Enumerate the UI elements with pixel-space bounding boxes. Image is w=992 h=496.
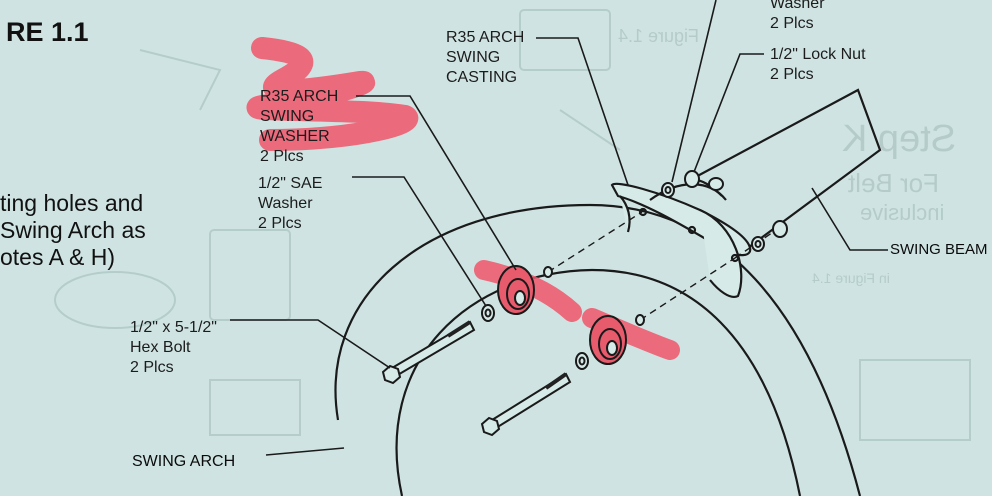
callout-line: 2 Plcs [130, 359, 174, 376]
callout-line: R35 ARCH [446, 29, 525, 46]
callout-line: SWING [260, 108, 315, 125]
instruction-line: ting holes and [0, 190, 144, 216]
callout-arch-washer: R35 ARCH SWING WASHER 2 Plcs [260, 87, 338, 167]
lock-nuts [543, 170, 788, 326]
callout-line: Washer [258, 195, 313, 212]
callout-line: 2 Plcs [260, 148, 304, 165]
callout-line: 2 Plcs [770, 66, 814, 83]
sae-washers [481, 304, 589, 370]
callout-line: 2 Plcs [770, 15, 814, 32]
callout-swing-beam: SWING BEAM [890, 241, 988, 258]
arch-swing-washers [497, 265, 627, 365]
callout-line: WASHER [260, 128, 330, 145]
callout-lock-nut: 1/2" Lock Nut 2 Plcs [770, 45, 866, 85]
figure-title: RE 1.1 [6, 17, 89, 47]
instruction-line: otes A & H) [0, 244, 116, 270]
axis-lines [547, 211, 783, 321]
hex-bolt-upper [381, 320, 476, 385]
callout-swing-arch: SWING ARCH [132, 453, 236, 470]
callout-line: Washer [770, 0, 825, 12]
callout-line: SWING [446, 49, 501, 66]
callout-top-washer: Washer 2 Plcs [770, 0, 825, 34]
callout-sae-washer: 1/2" SAE Washer 2 Plcs [258, 174, 322, 234]
leader-lines [230, 0, 888, 456]
callout-hex-bolt: 1/2" x 5-1/2" Hex Bolt 2 Plcs [130, 318, 217, 378]
swing-casting [610, 182, 752, 298]
callout-line: CASTING [446, 69, 518, 86]
callout-swing-casting: R35 ARCH SWING CASTING [446, 28, 524, 88]
callout-line: 1/2" Lock Nut [770, 46, 866, 63]
callout-line: R35 ARCH [260, 88, 339, 105]
instruction-text: ting holes and Swing Arch as otes A & H) [0, 190, 146, 271]
callout-line: 1/2" x 5-1/2" [130, 319, 217, 336]
callout-line: 2 Plcs [258, 215, 302, 232]
instruction-line: Swing Arch as [0, 217, 146, 243]
hex-bolt-lower [480, 372, 572, 437]
swing-arch-outline [334, 203, 862, 496]
callout-line: Hex Bolt [130, 339, 191, 356]
callout-line: 1/2" SAE [258, 175, 323, 192]
